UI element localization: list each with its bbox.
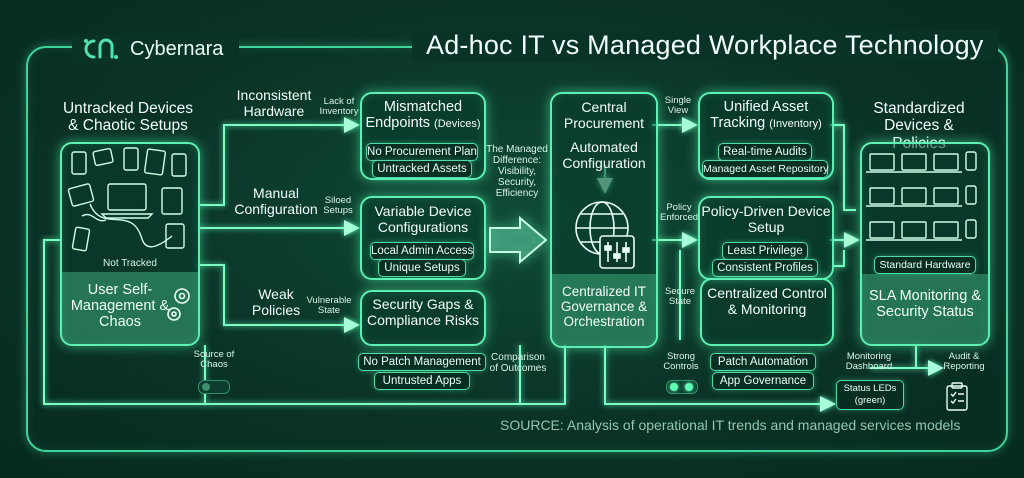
globe-control-icon [575,201,635,269]
pill-local-admin: Local Admin Access [370,242,474,260]
secure-state-label: Secure State [664,286,696,308]
pill-no-patch: No Patch Management [358,353,486,371]
clipboard-icon [946,382,968,411]
standard-hardware-pill: Standard Hardware [874,256,976,274]
pill-unique-setups: Unique Setups [378,259,466,277]
siloed-label: Siloed Setups [323,195,353,217]
brand-name: Cybernara [130,37,224,60]
central-zone-label: Centralized IT Governance & Orchestratio… [560,284,648,330]
pill-no-procurement: No Procurement Plan [366,143,478,161]
policy-driven-title: Policy-Driven Device Setup [701,203,831,235]
managed-difference-label: The Managed Difference: Visibility, Secu… [486,144,548,199]
source-note: SOURCE: Analysis of operational IT trend… [500,417,961,433]
pill-patch-automation: Patch Automation [710,353,816,371]
left-heading: Untracked Devices & Chaotic Setups [62,100,194,135]
single-view-label: Single View [664,95,692,117]
pill-untracked-assets: Untracked Assets [372,160,472,178]
left-zone: User Self-Management & Chaos [62,272,198,344]
strong-controls-label: Strong Controls [663,351,699,373]
not-tracked-label: Not Tracked [103,258,157,269]
status-leds-pill: Status LEDs (green) [836,380,904,410]
chaotic-devices-icon [67,147,187,252]
audit-reporting-label: Audit & Reporting [943,351,985,373]
pill-least-privilege: Least Privilege [722,242,808,260]
automated-config: Automated Configuration [562,139,646,171]
right-panel: Standard Hardware SLA Monitoring & Secur… [860,142,990,346]
pill-managed-repo: Managed Asset Repository [702,160,829,178]
monitoring-dashboard-label: Monitoring Dashboard [845,351,893,373]
control-monitoring-title: Centralized Control & Monitoring [707,285,827,317]
control-monitoring-box: Centralized Control & Monitoring [700,278,834,346]
right-zone-label: SLA Monitoring & Security Status [868,288,982,321]
central-zone: Centralized IT Governance & Orchestratio… [552,274,656,346]
security-gaps-box: Security Gaps & Compliance Risks [360,290,486,346]
standard-devices-icon [866,151,977,241]
controls-toggle[interactable] [666,380,698,394]
title-wrap: Ad-hoc IT vs Managed Workplace Technolog… [412,30,998,61]
pill-realtime-audits: Real-time Audits [718,143,812,161]
asset-tracking-title: Unified Asset Tracking (Inventory) [710,99,822,131]
chaos-toggle[interactable] [198,380,230,394]
comparison-label: Comparison of Outcomes [489,352,547,374]
brand: Cybernara [72,34,240,64]
inconsistent-label: Inconsistent Hardware [236,87,312,119]
pill-consistent-profiles: Consistent Profiles [712,259,818,277]
security-gaps-title: Security Gaps & Compliance Risks [366,296,480,328]
source-chaos-label: Source of Chaos [193,349,235,371]
pill-untrusted-apps: Untrusted Apps [374,372,470,390]
policy-enforced-label: Policy Enforced [659,202,699,224]
page-title: Ad-hoc IT vs Managed Workplace Technolog… [426,30,984,60]
brand-logo-icon [84,38,118,59]
vulnerable-label: Vulnerable State [306,295,352,317]
central-panel: Central Procurement Automated Configurat… [550,92,658,348]
mismatched-title: Mismatched Endpoints (Devices) [365,99,481,131]
variable-config-title: Variable Device Configurations [374,203,472,235]
left-zone-label: User Self-Management & Chaos [70,282,170,331]
manual-label: Manual Configuration [234,185,318,217]
weak-label: Weak Policies [251,286,301,318]
central-procurement: Central Procurement [563,99,645,131]
gears-icon [167,288,190,321]
pill-app-governance: App Governance [712,372,814,390]
left-panel: Not Tracked User Self-Management & Chaos [60,142,200,346]
lack-inventory-label: Lack of Inventory [319,96,359,118]
right-zone: SLA Monitoring & Security Status [862,274,988,344]
